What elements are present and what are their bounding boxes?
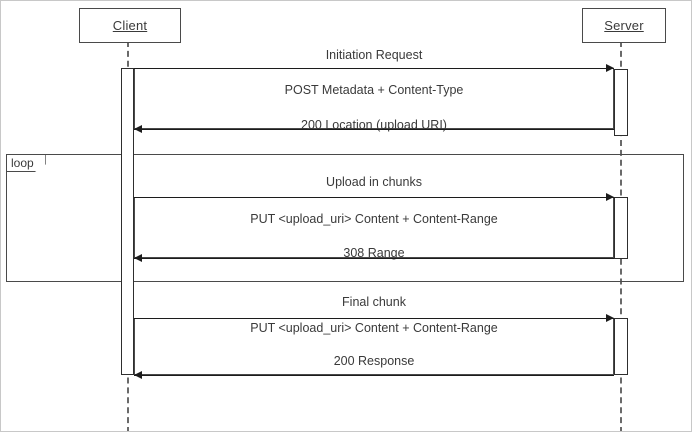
caption-chunk-upload: Upload in chunks	[326, 175, 422, 189]
activation-server-initiation	[614, 69, 628, 136]
arrow-chunk-request	[134, 197, 614, 198]
caption-final-chunk: Final chunk	[342, 295, 406, 309]
loop-fragment[interactable]	[6, 154, 684, 282]
participant-server-label: Server	[604, 18, 644, 33]
arrow-final-response	[134, 375, 614, 376]
arrow-final-request	[134, 318, 614, 319]
arrow-head-initiation-request	[606, 64, 614, 72]
arrow-head-chunk-request	[606, 193, 614, 201]
arrow-head-chunk-response	[134, 254, 142, 262]
activation-server-chunk	[614, 197, 628, 259]
arrow-chunk-response	[134, 258, 614, 259]
message-label-initiation-response: 200 Location (upload URI)	[301, 118, 447, 132]
participant-server[interactable]: Server	[582, 8, 666, 43]
participant-client[interactable]: Client	[79, 8, 181, 43]
activation-client	[121, 68, 134, 375]
arrow-head-final-response	[134, 371, 142, 379]
loop-fragment-label: loop	[7, 155, 46, 172]
message-label-chunk-response: 308 Range	[343, 246, 405, 260]
activation-server-final	[614, 318, 628, 375]
message-label-final-response: 200 Response	[333, 354, 415, 368]
arrow-initiation-response	[134, 129, 614, 130]
caption-initiation: Initiation Request	[325, 48, 423, 62]
arrow-head-final-request	[606, 314, 614, 322]
message-label-final-request: PUT <upload_uri> Content + Content-Range	[250, 321, 498, 335]
participant-client-label: Client	[112, 18, 148, 33]
arrow-head-initiation-response	[134, 125, 142, 133]
message-label-initiation-request: POST Metadata + Content-Type	[284, 83, 464, 97]
message-label-chunk-request: PUT <upload_uri> Content + Content-Range	[250, 212, 498, 226]
arrow-initiation-request	[134, 68, 614, 69]
